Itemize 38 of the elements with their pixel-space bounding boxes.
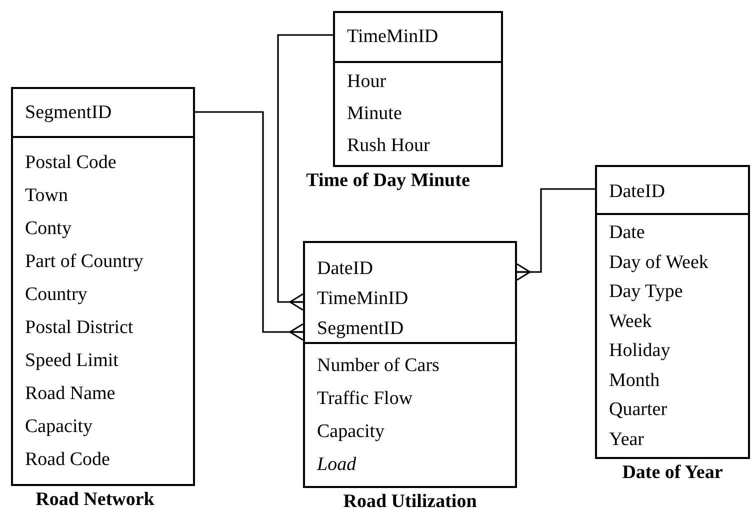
attribute-name: Capacity: [25, 415, 94, 439]
table-title: Road Utilization: [343, 490, 477, 514]
relationship-line: [277, 34, 333, 311]
attribute-name: Day of Week: [609, 250, 710, 274]
attribute-name: Number of Cars: [317, 354, 440, 378]
key-attribute: DateID: [609, 180, 666, 204]
attribute-name: Week: [609, 310, 653, 334]
attribute-name: Rush Hour: [347, 134, 431, 158]
key-attribute: TimeMinID: [317, 287, 410, 311]
attribute-name: Postal District: [25, 316, 134, 340]
key-attribute: SegmentID: [25, 101, 113, 125]
key-attribute: TimeMinID: [347, 25, 440, 49]
attribute-name: Day Type: [609, 280, 684, 304]
table-title: Date of Year: [622, 461, 723, 485]
attribute-name: Quarter: [609, 398, 668, 422]
relationship-line: [516, 188, 595, 281]
key-attribute: SegmentID: [317, 317, 405, 341]
attribute-name: Conty: [25, 217, 72, 241]
attribute-name: Load: [317, 453, 358, 477]
attribute-name: Capacity: [317, 420, 386, 444]
attribute-name: Speed Limit: [25, 349, 120, 373]
attribute-name: Year: [609, 428, 646, 452]
table-title: Road Network: [36, 488, 154, 512]
table-title: Time of Day Minute: [306, 169, 470, 193]
attribute-name: Hour: [347, 70, 388, 94]
attribute-name: Town: [25, 184, 70, 208]
attribute-name: Road Code: [25, 448, 111, 472]
attribute-name: Part of Country: [25, 250, 144, 274]
attribute-name: Date: [609, 221, 646, 245]
attribute-name: Holiday: [609, 339, 672, 363]
attribute-name: Traffic Flow: [317, 387, 414, 411]
key-attribute: DateID: [317, 257, 374, 281]
relationship-line: [195, 111, 304, 341]
attribute-name: Country: [25, 283, 88, 307]
attribute-name: Minute: [347, 102, 403, 126]
attribute-name: Road Name: [25, 382, 116, 406]
attribute-name: Month: [609, 368, 661, 392]
attribute-name: Postal Code: [25, 151, 118, 175]
